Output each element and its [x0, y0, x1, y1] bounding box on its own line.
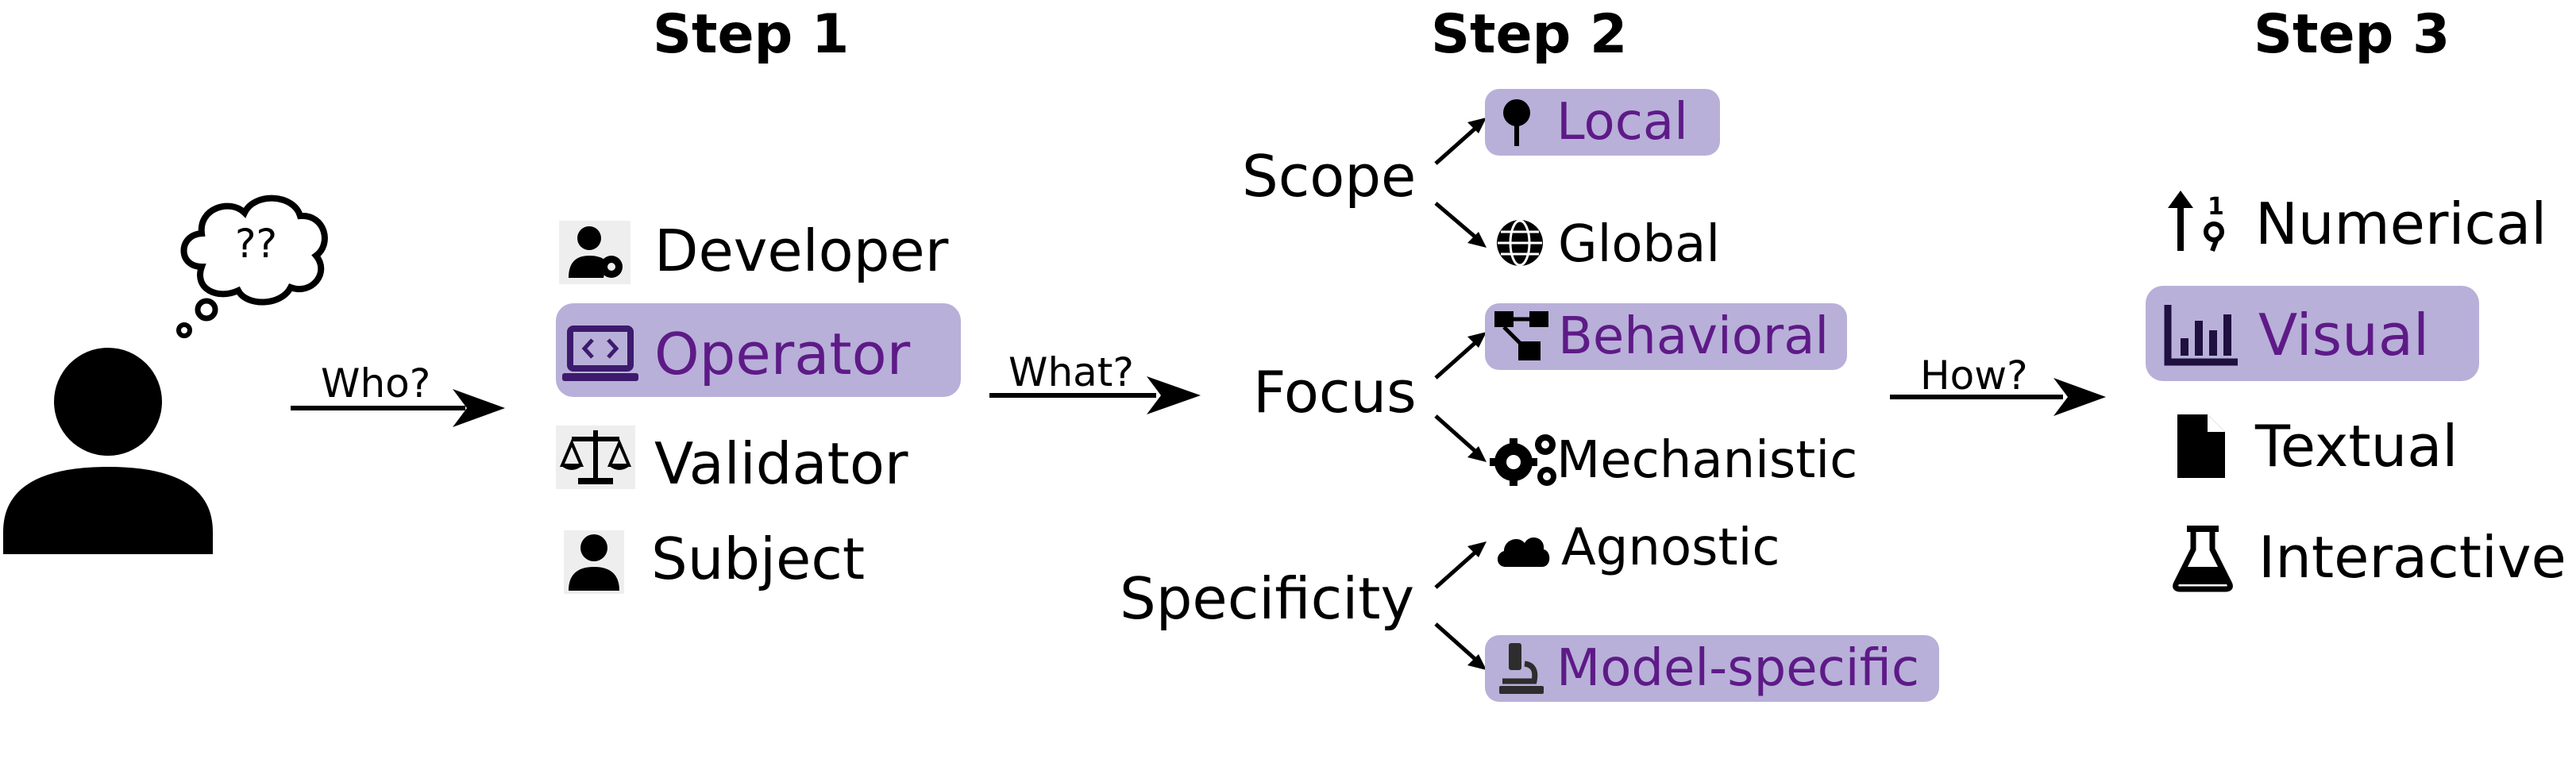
- model-specific-highlight: [1485, 635, 1939, 702]
- how-arrow-label: How?: [1920, 353, 2028, 399]
- globe-icon: [1497, 219, 1543, 267]
- role-label: Validator: [654, 430, 908, 497]
- flow-diagram-icon: [1494, 311, 1548, 360]
- role-label: Developer: [654, 218, 949, 284]
- format-label: Visual: [2258, 302, 2429, 368]
- step3-title: Step 3: [2254, 3, 2451, 66]
- focus-label: Focus: [1253, 359, 1417, 426]
- thought-bubble-icon: [176, 195, 328, 338]
- cloud-icon: [1497, 537, 1550, 567]
- option-label: Local: [1556, 93, 1688, 152]
- step1-title: Step 1: [653, 3, 850, 66]
- option-label: Mechanistic: [1556, 431, 1858, 490]
- microscope-icon: [1499, 643, 1544, 694]
- scales-icon: [556, 426, 635, 489]
- gears-icon: [1490, 434, 1556, 486]
- pin-icon: [1503, 99, 1530, 146]
- svg-text:1: 1: [2208, 193, 2224, 221]
- who-arrow: [291, 389, 505, 427]
- flask-icon: [2173, 526, 2233, 592]
- person-icon: [564, 530, 624, 594]
- option-label: Model-specific: [1556, 639, 1920, 698]
- developer-gear-icon: [559, 221, 631, 284]
- role-label: Operator: [654, 321, 911, 387]
- step2-title: Step 2: [1431, 3, 1628, 66]
- what-arrow-label: What?: [1008, 349, 1134, 395]
- option-label: Global: [1558, 215, 1721, 274]
- bar-chart-icon: [2164, 305, 2238, 366]
- specificity-label: Specificity: [1120, 565, 1415, 632]
- who-arrow-label: Who?: [321, 360, 431, 406]
- what-arrow: [989, 376, 1201, 414]
- how-arrow: [1890, 378, 2106, 416]
- person-silhouette-icon: [3, 348, 213, 554]
- scope-label: Scope: [1242, 143, 1417, 210]
- operator-highlight: [556, 303, 961, 397]
- option-label: Behavioral: [1558, 307, 1830, 366]
- thought-text: ??: [235, 221, 278, 267]
- format-label: Textual: [2255, 413, 2458, 480]
- file-icon: [2177, 414, 2225, 478]
- format-label: Interactive: [2258, 524, 2566, 591]
- option-label: Agnostic: [1561, 518, 1780, 577]
- sort-numeric-icon: 1: [2168, 191, 2224, 252]
- format-label: Numerical: [2255, 191, 2547, 257]
- role-label: Subject: [651, 526, 866, 592]
- laptop-code-icon: [562, 326, 638, 381]
